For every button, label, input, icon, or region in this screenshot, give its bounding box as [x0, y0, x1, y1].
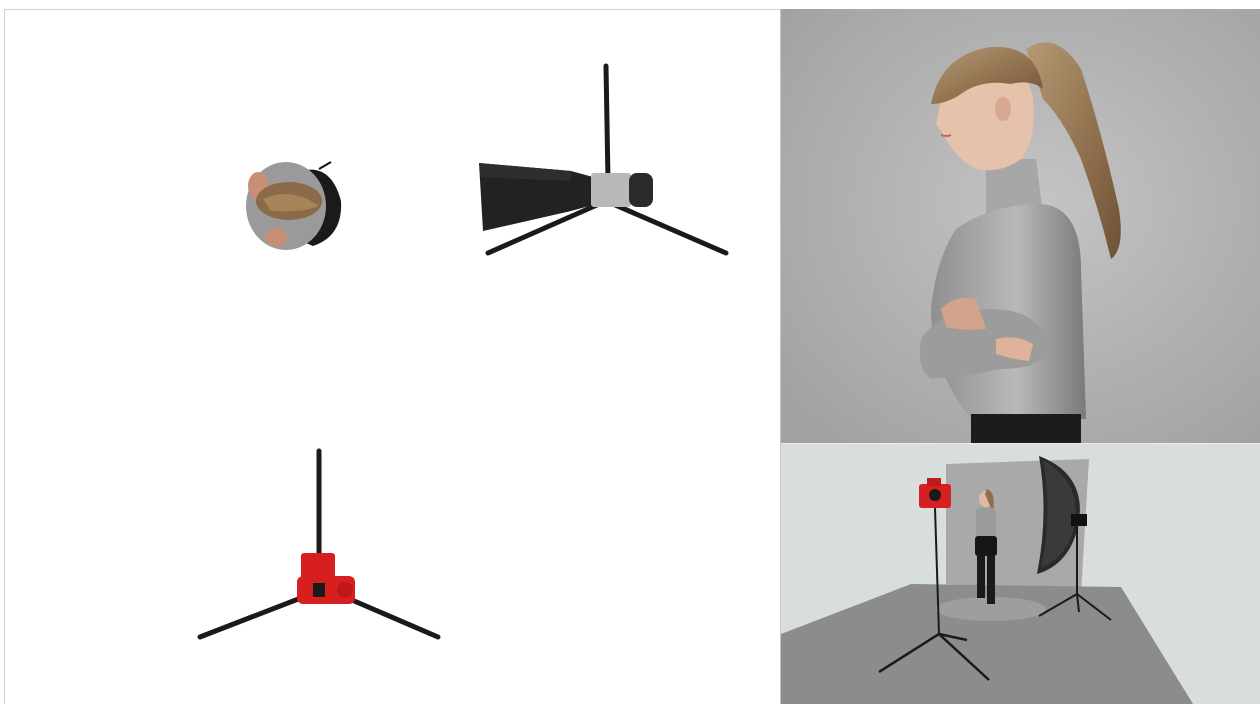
- studio-canvas: [781, 444, 1260, 704]
- studio-viewport[interactable]: [781, 444, 1260, 704]
- top-viewport-canvas: [5, 10, 780, 704]
- camera-tripod-top-icon[interactable]: [200, 451, 438, 637]
- render-viewport[interactable]: [781, 9, 1260, 443]
- softbox-light-top-icon[interactable]: [479, 66, 726, 253]
- top-viewport[interactable]: [4, 9, 780, 704]
- render-canvas: [781, 9, 1260, 443]
- figure-top-icon[interactable]: [246, 162, 341, 250]
